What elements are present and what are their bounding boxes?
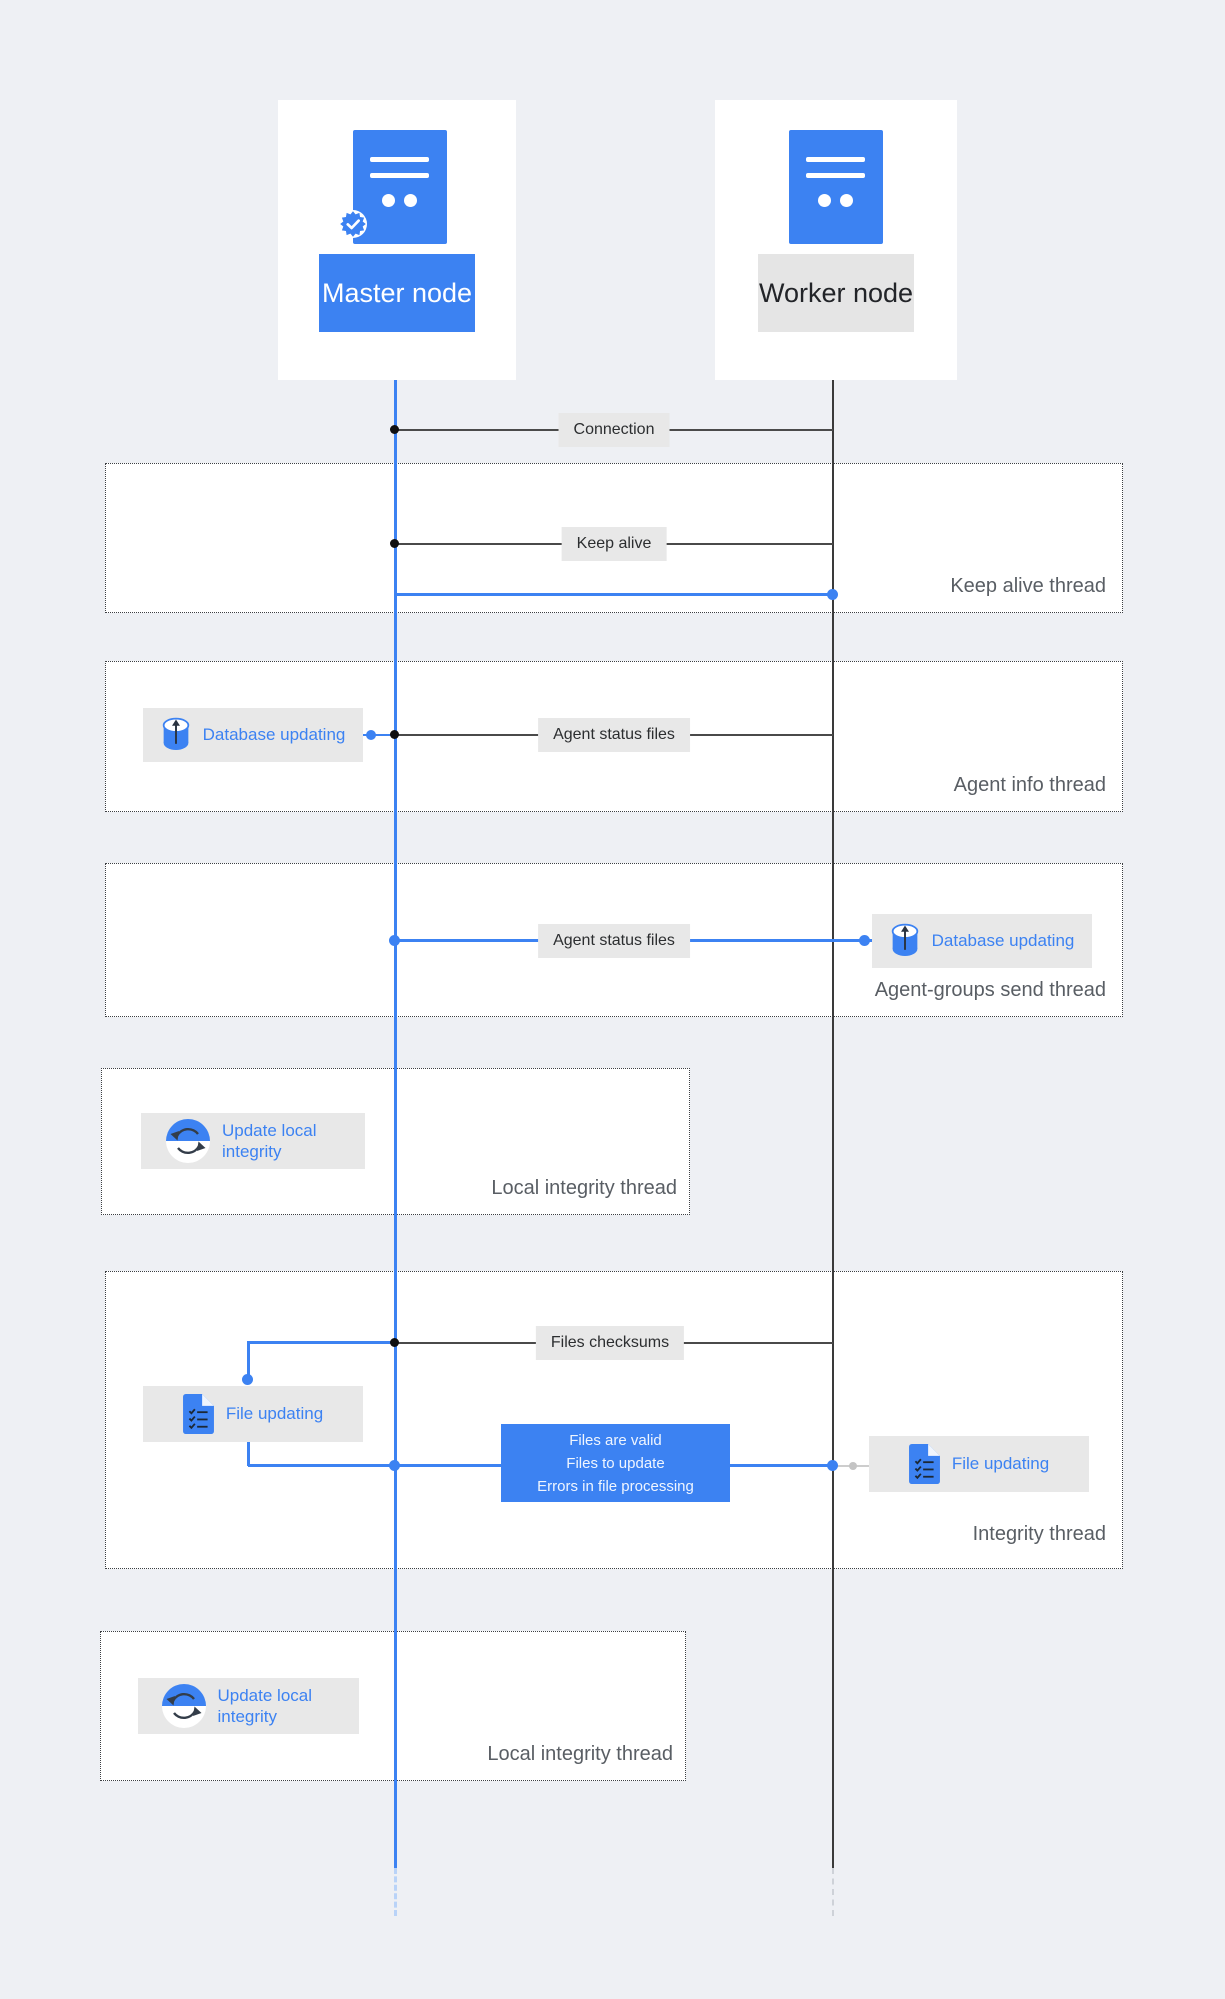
files-result-box: Files are valid Files to update Errors i… — [501, 1424, 730, 1502]
files-result-line: Errors in file processing — [537, 1477, 694, 1495]
document-dot — [840, 194, 853, 207]
activity-label: Database updating — [202, 725, 346, 744]
database-icon — [891, 923, 918, 956]
connection-label: Connection — [558, 413, 670, 447]
master-node-label: Master node — [319, 254, 475, 332]
agent-status-files-start-dot — [390, 730, 399, 739]
agent-groups-end-dot — [859, 935, 870, 946]
database-updating-box-worker: Database updating — [872, 914, 1092, 968]
thread-label: Agent info thread — [953, 774, 1106, 796]
files-result-worker-dot — [827, 1460, 838, 1471]
files-result-line: Files to update — [566, 1454, 665, 1472]
keep-alive-response-line — [395, 593, 833, 596]
activity-label: Update local integrity — [217, 1686, 313, 1726]
keep-alive-start-dot — [390, 539, 399, 548]
files-checksums-label: Files checksums — [535, 1326, 685, 1360]
master-lifeline-tail — [394, 1868, 397, 1916]
db-connector-dot — [366, 730, 376, 740]
master-lifeline — [394, 380, 397, 1868]
document-line — [806, 157, 865, 162]
update-local-integrity-box-bottom: Update local integrity — [138, 1678, 359, 1734]
worker-node-card: Worker node — [715, 100, 957, 380]
files-result-line: Files are valid — [569, 1431, 662, 1449]
thread-label: Local integrity thread — [487, 1743, 673, 1765]
file-updating-connector-dot — [242, 1374, 253, 1385]
document-line — [370, 157, 429, 162]
activity-label: File updating — [951, 1454, 1050, 1473]
keep-alive-label: Keep alive — [561, 527, 667, 561]
document-icon — [353, 130, 447, 244]
file-updating-elbow-v1 — [247, 1341, 250, 1379]
document-icon — [789, 130, 883, 244]
update-local-integrity-box-top: Update local integrity — [141, 1113, 365, 1169]
files-result-gray-dot — [849, 1462, 857, 1470]
activity-label: Database updating — [931, 931, 1075, 950]
db-connector-line — [363, 734, 395, 736]
file-updating-elbow-v2 — [247, 1442, 250, 1466]
document-line — [806, 173, 865, 178]
database-icon — [162, 717, 189, 750]
database-updating-box-master: Database updating — [143, 708, 363, 762]
files-result-master-dot — [389, 1460, 400, 1471]
agent-status-files-label-info: Agent status files — [538, 718, 690, 752]
verified-badge-icon — [339, 210, 367, 238]
thread-label: Agent-groups send thread — [874, 979, 1106, 1001]
file-updating-box-master: File updating — [143, 1386, 363, 1442]
agent-status-files-label-groups: Agent status files — [538, 924, 690, 958]
activity-label: File updating — [225, 1404, 324, 1423]
worker-lifeline — [832, 380, 834, 1868]
keep-alive-response-dot — [827, 589, 838, 600]
sync-icon — [161, 1684, 206, 1728]
file-updating-box-worker: File updating — [869, 1436, 1089, 1492]
file-updating-elbow-h1 — [248, 1341, 395, 1344]
thread-label: Local integrity thread — [491, 1177, 677, 1199]
connection-start-dot — [390, 425, 399, 434]
files-checksums-start-dot — [390, 1338, 399, 1347]
worker-node-label: Worker node — [758, 254, 914, 332]
document-dot — [404, 194, 417, 207]
file-checklist-icon — [908, 1444, 940, 1484]
document-dot — [382, 194, 395, 207]
thread-label: Integrity thread — [972, 1523, 1106, 1545]
document-line — [370, 173, 429, 178]
worker-lifeline-tail — [832, 1868, 834, 1916]
thread-label: Keep alive thread — [950, 575, 1106, 597]
master-node-card: Master node — [278, 100, 516, 380]
sync-icon — [166, 1119, 210, 1163]
file-checklist-icon — [182, 1394, 214, 1434]
agent-groups-start-dot — [389, 935, 400, 946]
activity-label: Update local integrity — [222, 1121, 317, 1161]
document-dot — [818, 194, 831, 207]
